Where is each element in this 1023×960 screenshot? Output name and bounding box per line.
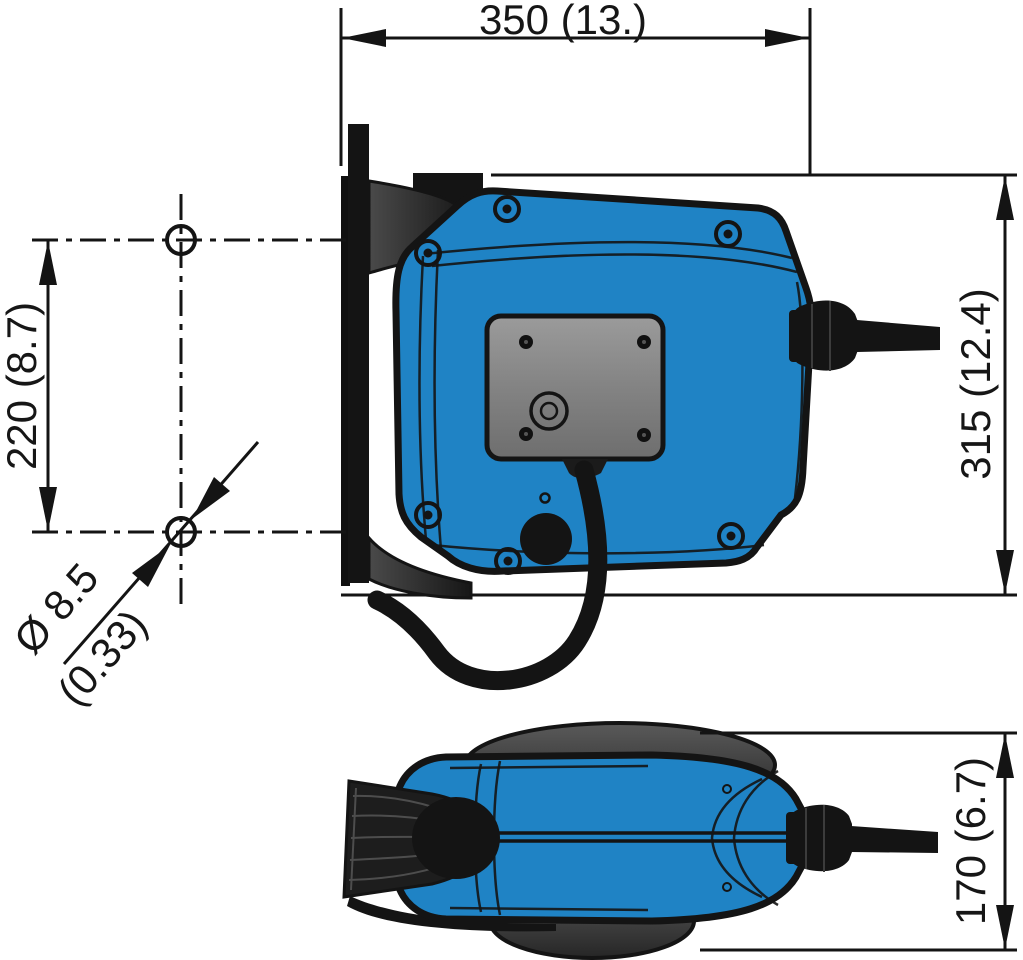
dim-hole-spacing-label: 220 (8.7) bbox=[0, 302, 45, 470]
top-view bbox=[342, 721, 938, 960]
housing-seam bbox=[449, 906, 649, 912]
dimension-hole-diameter: Ø 8.5 (0.33) bbox=[5, 441, 260, 714]
housing-seam bbox=[449, 764, 649, 770]
mounting-hole-bottom bbox=[165, 516, 197, 548]
wall-plate-flange bbox=[341, 176, 350, 586]
arrow-to-hole-lower bbox=[132, 545, 170, 587]
arrow-up bbox=[39, 241, 57, 285]
panel-screws bbox=[519, 335, 651, 442]
side-view bbox=[341, 124, 940, 691]
housing-seam bbox=[710, 777, 763, 899]
power-cable-top bbox=[851, 826, 938, 853]
dimension-height: 315 (12.4) bbox=[491, 173, 1017, 594]
housing-seam bbox=[431, 253, 798, 274]
arrow-to-hole-upper bbox=[192, 477, 230, 519]
cable-outlet bbox=[520, 513, 572, 565]
cable-gland-top bbox=[786, 804, 852, 872]
dim-depth-label: 170 (6.7) bbox=[947, 757, 994, 925]
housing-screw bbox=[722, 784, 732, 794]
arrow-right bbox=[765, 29, 809, 47]
housing-screw bbox=[722, 882, 732, 892]
mounting-bracket-foot bbox=[367, 533, 473, 600]
dimension-depth: 170 (6.7) bbox=[700, 731, 1017, 952]
arrow-up bbox=[996, 176, 1014, 220]
panel-boss-center bbox=[539, 401, 559, 421]
housing-seam bbox=[793, 281, 804, 499]
hanging-cable bbox=[367, 460, 608, 691]
bracket-arm-strip bbox=[347, 896, 556, 932]
power-cable-side bbox=[857, 320, 940, 352]
arrow-up bbox=[996, 734, 1014, 778]
bracket-pivot-cover bbox=[412, 797, 500, 879]
mounting-hole-top bbox=[165, 224, 197, 256]
housing-seam bbox=[423, 240, 793, 260]
cover-screws bbox=[414, 195, 745, 575]
arrow-down bbox=[996, 550, 1014, 594]
arrow-left bbox=[342, 29, 386, 47]
panel-boss bbox=[529, 391, 569, 431]
dim-height-label: 315 (12.4) bbox=[952, 288, 999, 479]
arrow-down bbox=[39, 487, 57, 531]
arrow-down bbox=[996, 905, 1014, 949]
dimension-hole-spacing: 220 (8.7) bbox=[0, 194, 350, 604]
service-panel bbox=[484, 313, 666, 462]
screw-dot bbox=[539, 492, 551, 504]
dimension-width: 350 (13.) bbox=[339, 0, 812, 174]
housing-seam bbox=[732, 769, 779, 907]
dim-width-label: 350 (13.) bbox=[479, 0, 647, 43]
cable-gland-side bbox=[789, 300, 858, 371]
wall-plate bbox=[348, 124, 369, 583]
